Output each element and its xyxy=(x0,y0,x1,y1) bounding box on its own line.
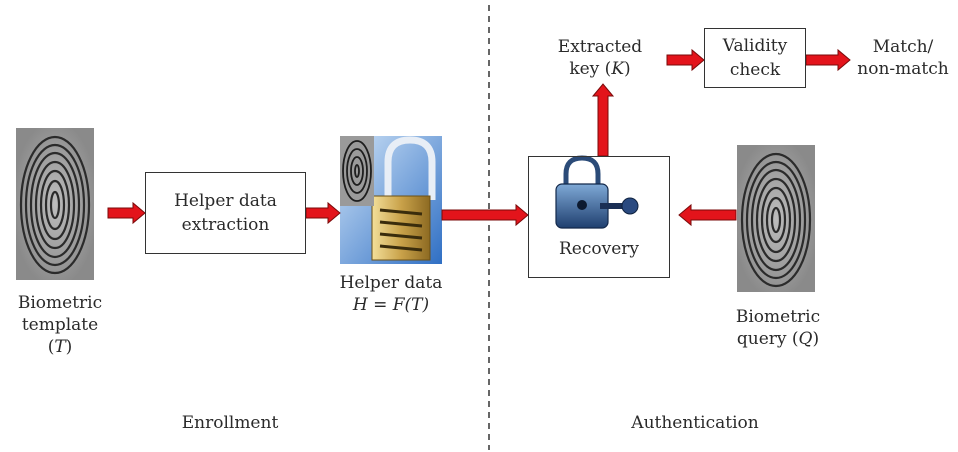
arrow-helper-data-to-recovery xyxy=(441,203,529,227)
helper-data-lock-image xyxy=(340,136,442,264)
extracted-key-label: Extracted key (K) xyxy=(550,36,650,80)
biometric-query-label: Biometric query (Q) xyxy=(728,306,828,350)
extracted-key-close: ) xyxy=(624,59,631,79)
recovery-box: Recovery xyxy=(528,156,670,278)
helper-data-extraction-box: Helper data extraction xyxy=(145,172,306,254)
match-line2: non-match xyxy=(857,59,949,79)
extracted-key-text: key ( xyxy=(569,59,612,79)
arrow-extraction-to-helper-data xyxy=(305,201,341,225)
padlock-key-icon xyxy=(555,155,639,229)
validity-line1: Validity xyxy=(722,36,788,56)
key-symbol: K xyxy=(611,59,625,79)
template-symbol: T xyxy=(54,337,66,357)
authentication-section-label: Authentication xyxy=(631,413,759,433)
fingerprint-query-image xyxy=(737,145,815,292)
validity-check-box: Validity check xyxy=(704,28,806,88)
extraction-line1: Helper data xyxy=(174,191,277,211)
template-label-text: template ( xyxy=(21,315,99,357)
validity-line2: check xyxy=(729,60,781,80)
template-label-line2: template (T) xyxy=(10,314,110,358)
arrow-validity-to-match xyxy=(805,48,851,72)
query-label-line1: Biometric xyxy=(735,307,821,327)
extracted-key-line2: key (K) xyxy=(550,58,650,80)
extraction-line2: extraction xyxy=(181,215,270,235)
fingerprint-template-image xyxy=(16,128,94,280)
arrow-query-to-recovery xyxy=(678,203,737,227)
match-line1: Match/ xyxy=(872,37,934,57)
query-label-close: ) xyxy=(812,329,820,349)
biometric-template-label: Biometric template (T) xyxy=(10,292,110,358)
extracted-key-line1: Extracted xyxy=(557,37,643,57)
match-nonmatch-label: Match/ non-match xyxy=(851,36,955,80)
query-label-line2: query (Q) xyxy=(728,328,828,350)
template-label-close: ) xyxy=(65,337,73,357)
helper-data-formula: H = F(T) xyxy=(352,295,430,315)
query-symbol: Q xyxy=(798,329,813,349)
arrow-template-to-extraction xyxy=(107,201,146,225)
enrollment-section-label: Enrollment xyxy=(181,413,279,433)
helper-data-line1: Helper data xyxy=(339,273,443,293)
arrow-recovery-to-key xyxy=(591,83,615,157)
helper-data-label: Helper data H = F(T) xyxy=(325,272,457,316)
template-label-line1: Biometric xyxy=(17,293,103,313)
query-label-text: query ( xyxy=(736,329,799,349)
arrow-key-to-validity xyxy=(666,48,705,72)
recovery-label: Recovery xyxy=(558,239,639,259)
